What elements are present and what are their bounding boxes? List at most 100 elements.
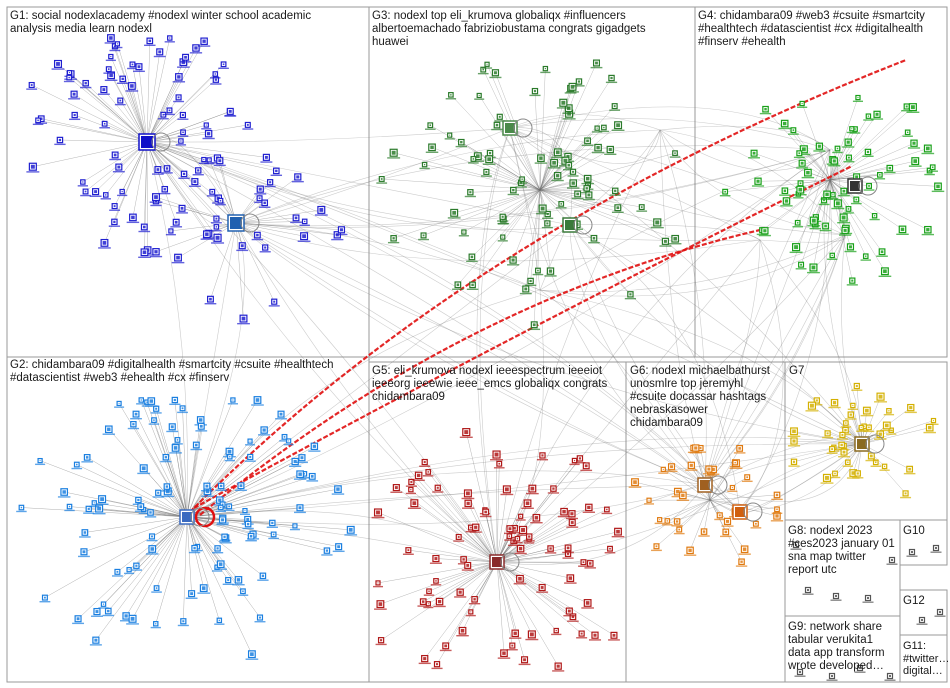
hub-g3 <box>502 118 533 138</box>
connecting-edge <box>704 234 846 486</box>
g2-edge <box>156 516 188 589</box>
g4-node <box>869 213 880 221</box>
g2-node <box>92 504 106 515</box>
g7-edge <box>861 427 930 445</box>
g1-node <box>133 63 145 73</box>
g9-node <box>794 668 806 677</box>
g7-node <box>860 406 874 417</box>
g1-node <box>201 122 212 130</box>
g6-edge <box>667 499 711 522</box>
self-loop-g2 <box>194 506 216 528</box>
g1-node <box>105 53 116 62</box>
g5-node <box>557 507 571 518</box>
g2-edge <box>77 516 188 619</box>
hub-g5 <box>489 552 520 572</box>
g1-node <box>211 233 225 244</box>
g2-node <box>130 562 142 571</box>
g6-node <box>654 517 665 525</box>
g3-edge <box>539 189 676 240</box>
g2-node <box>215 504 226 513</box>
g4-edge <box>829 179 883 252</box>
g3-edge <box>539 152 676 191</box>
g2-node <box>235 482 247 492</box>
g7-node <box>904 403 917 414</box>
connecting-edge <box>235 222 863 445</box>
g3-node <box>376 176 388 184</box>
g5-node <box>604 545 616 554</box>
connecting-edge <box>539 289 706 486</box>
g2-node <box>127 420 140 430</box>
connecting-edge <box>569 224 741 513</box>
g4-node <box>884 164 896 174</box>
g3-edge <box>502 189 541 217</box>
g1b-edge <box>235 209 322 224</box>
g2-node <box>211 545 224 554</box>
g1-edge <box>122 78 148 143</box>
connecting-edge <box>704 239 761 486</box>
g5-edge <box>467 493 498 563</box>
g5-edge <box>428 561 498 604</box>
g1b-node <box>204 295 217 305</box>
panel-g11 <box>899 634 948 683</box>
connecting-edge <box>569 224 863 445</box>
g5-node <box>588 631 602 641</box>
g1b-node <box>237 314 250 325</box>
g1-node <box>127 61 138 70</box>
g1b-edge <box>235 222 275 302</box>
g2-edge <box>183 516 188 622</box>
connecting-edge <box>509 127 863 445</box>
g5-node <box>419 458 431 467</box>
g1b-node <box>149 248 163 258</box>
g5-node <box>423 588 435 596</box>
g5-edge <box>424 561 498 659</box>
g1-edge <box>146 57 186 143</box>
g5-edge <box>435 561 498 582</box>
g3-node <box>605 74 618 84</box>
connecting-edge <box>235 149 831 228</box>
g3-edge <box>539 77 612 191</box>
g1-edge <box>59 139 148 143</box>
g2-edge <box>186 516 253 655</box>
connecting-edge <box>704 234 846 486</box>
connecting-edge <box>235 129 661 224</box>
g1-edge <box>146 111 231 143</box>
g2-edge <box>133 424 188 518</box>
g2-node <box>244 453 256 462</box>
g3-node <box>387 235 400 244</box>
g4-edge <box>802 163 831 181</box>
g1b-node <box>206 188 218 197</box>
g2-node <box>197 584 211 594</box>
g3-edge <box>393 152 541 191</box>
g4-node <box>863 182 875 191</box>
g1-node <box>218 61 229 69</box>
g3-edge <box>539 105 615 191</box>
g9-node <box>854 664 866 673</box>
g2-node <box>200 482 213 492</box>
g4-edge <box>829 179 939 187</box>
g1-edge <box>144 141 148 227</box>
g3-node <box>636 204 648 212</box>
g1b-node <box>251 231 264 241</box>
g2-node <box>150 621 161 629</box>
g5-edge <box>408 549 498 563</box>
g4-edge <box>829 179 849 210</box>
g3-edge <box>489 158 541 191</box>
g3-node <box>541 220 553 229</box>
g5-node <box>453 533 465 542</box>
g2-edge <box>84 516 188 533</box>
g4-node <box>797 100 808 108</box>
g1-node <box>270 167 283 177</box>
g1b-node <box>176 204 188 214</box>
g8-node <box>886 556 898 565</box>
connecting-edge <box>186 510 498 563</box>
g3-node <box>482 155 496 165</box>
g4-edge <box>819 146 831 181</box>
g2-edge <box>186 516 264 577</box>
g4-node <box>852 94 864 103</box>
g6-node <box>689 444 702 454</box>
g4-node <box>778 119 791 130</box>
g1-edge <box>138 66 148 143</box>
g1-node <box>126 213 140 224</box>
g3-node <box>547 158 561 169</box>
g4-edge <box>829 128 853 181</box>
